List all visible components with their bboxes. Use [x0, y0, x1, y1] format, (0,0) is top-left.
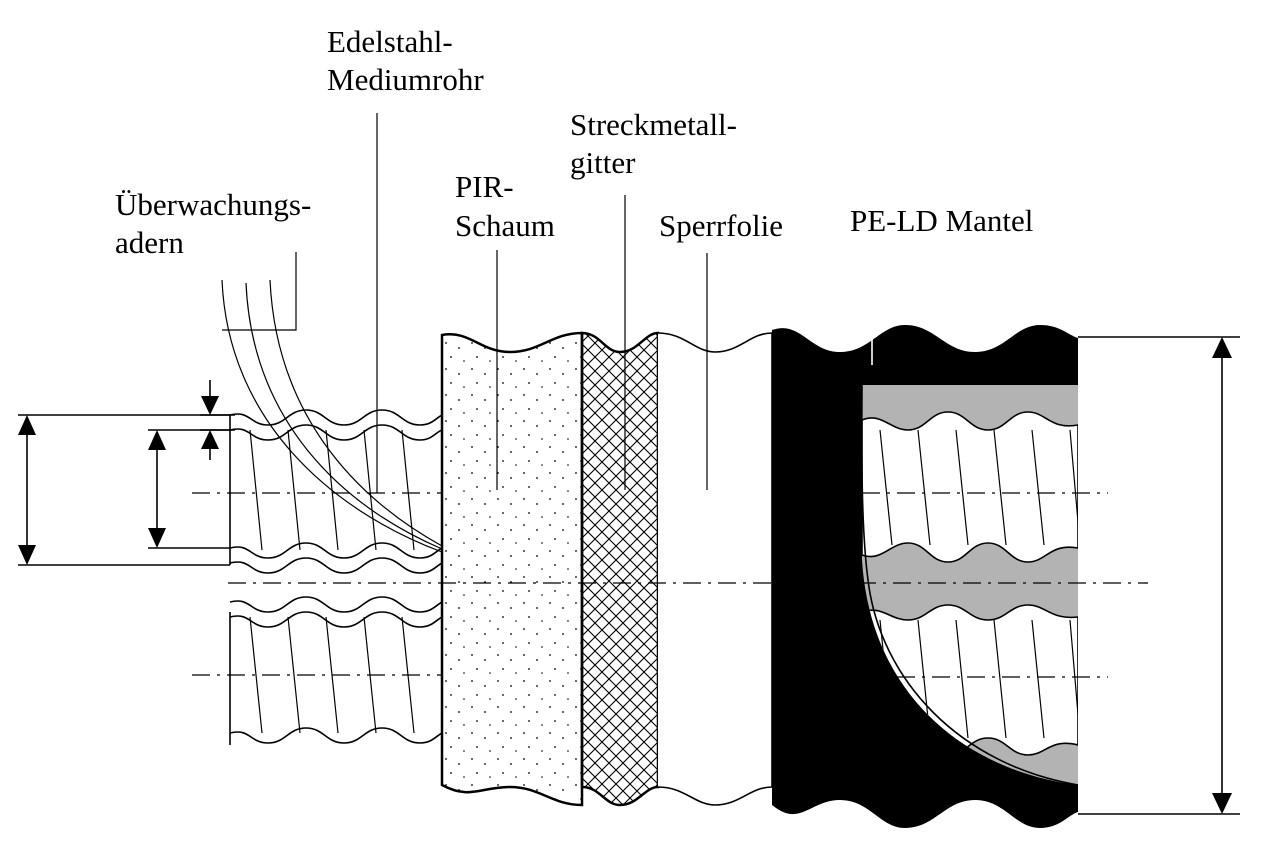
dimension-outer-left — [18, 414, 230, 566]
label-mesh-line1: Streckmetall- — [570, 107, 737, 142]
leader-lines — [222, 113, 873, 493]
label-steel-line2: Mediumrohr — [327, 62, 484, 97]
lower-medium-pipe — [229, 596, 443, 745]
dimension-outer-right — [1078, 336, 1240, 815]
label-pe-ld-jacket: PE-LD Mantel — [850, 203, 1033, 238]
label-expanded-metal: Streckmetall- gitter — [570, 107, 737, 180]
label-steel-line1: Edelstahl- — [327, 24, 453, 59]
upper-medium-pipe — [229, 409, 443, 574]
barrier-film-layer — [657, 332, 773, 806]
expanded-metal-mesh-layer — [580, 331, 660, 807]
label-mesh-line2: gitter — [570, 145, 636, 180]
jacket-cutaway — [860, 384, 1079, 786]
monitoring-wires — [221, 279, 443, 553]
label-monitoring-line1: Überwachungs- — [115, 187, 311, 222]
pir-foam-layer — [440, 331, 584, 807]
label-barrier-film: Sperrfolie — [659, 208, 783, 243]
label-foam-line1: PIR- — [455, 169, 514, 204]
label-monitoring-line2: adern — [115, 225, 184, 260]
label-foam-line2: Schaum — [455, 208, 555, 243]
dimension-wall-thickness — [200, 380, 235, 460]
label-pir-foam: PIR- Schaum — [455, 169, 555, 243]
label-steel-pipe: Edelstahl- Mediumrohr — [327, 24, 484, 97]
label-monitoring-wires: Überwachungs- adern — [115, 187, 311, 260]
center-lines — [192, 492, 1148, 678]
